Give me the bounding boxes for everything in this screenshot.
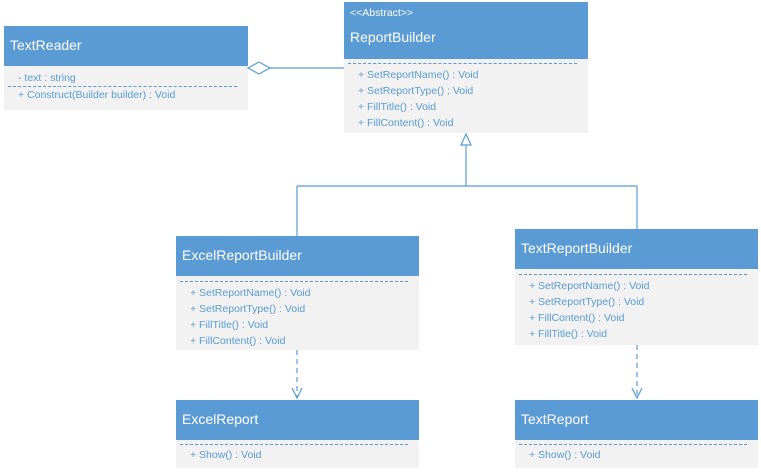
- class-body: - text : string + Construct(Builder buil…: [4, 66, 248, 103]
- class-name: TextReport: [521, 411, 589, 427]
- class-header: ExcelReport: [176, 400, 419, 440]
- method: + Construct(Builder builder) : Void: [18, 89, 176, 101]
- class-name: TextReportBuilder: [521, 240, 633, 256]
- open-arrow-icon: [631, 387, 643, 400]
- class-name: ExcelReport: [182, 411, 259, 427]
- class-name: TextReader: [10, 37, 82, 53]
- compartment-divider: [348, 63, 577, 64]
- class-text-report-builder: TextReportBuilder + SetReportName() : Vo…: [515, 229, 758, 345]
- aggregation-connector: [246, 61, 344, 75]
- method: + SetReportType() : Void: [358, 85, 474, 97]
- compartment-divider: [180, 281, 408, 282]
- method: + Show() : Void: [190, 449, 262, 461]
- method: + FillContent() : Void: [358, 117, 454, 129]
- class-stereotype: <<Abstract>>: [350, 7, 414, 19]
- class-body: + SetReportName() : Void + SetReportType…: [515, 269, 758, 342]
- inheritance-connector: [296, 132, 638, 236]
- method: + FillTitle() : Void: [358, 101, 437, 113]
- class-name: ExcelReportBuilder: [182, 247, 302, 263]
- dependency-connector: [631, 345, 643, 400]
- class-body: + SetReportName() : Void + SetReportType…: [344, 59, 588, 131]
- compartment-divider: [519, 444, 747, 445]
- compartment-divider: [180, 444, 408, 445]
- class-header: TextReport: [515, 400, 758, 440]
- class-excel-report-builder: ExcelReportBuilder + SetReportName() : V…: [176, 236, 419, 350]
- aggregation-diamond-icon: [246, 61, 272, 75]
- method: + FillTitle() : Void: [529, 328, 608, 340]
- compartment-divider: [8, 86, 237, 87]
- class-report-builder: <<Abstract>> ReportBuilder + SetReportNa…: [344, 2, 588, 133]
- attribute: - text : string: [18, 72, 76, 84]
- class-header: TextReader: [4, 26, 248, 66]
- class-body: + Show() : Void: [515, 440, 758, 463]
- method: + SetReportType() : Void: [190, 303, 306, 315]
- class-text-report: TextReport + Show() : Void: [515, 400, 758, 468]
- inheritance-arrow-icon: [460, 132, 472, 146]
- class-header: TextReportBuilder: [515, 229, 758, 269]
- method: + FillTitle() : Void: [190, 319, 269, 331]
- method: + SetReportName() : Void: [190, 287, 311, 299]
- class-text-reader: TextReader - text : string + Construct(B…: [4, 26, 248, 110]
- class-header: <<Abstract>> ReportBuilder: [344, 2, 588, 59]
- method: + SetReportName() : Void: [529, 280, 650, 292]
- class-excel-report: ExcelReport + Show() : Void: [176, 400, 419, 468]
- compartment-divider: [519, 274, 747, 275]
- method: + SetReportName() : Void: [358, 69, 479, 81]
- open-arrow-icon: [291, 387, 303, 400]
- method: + SetReportType() : Void: [529, 296, 645, 308]
- class-name: ReportBuilder: [350, 29, 436, 45]
- method: + FillContent() : Void: [529, 312, 625, 324]
- dependency-connector: [291, 350, 303, 400]
- method: + Show() : Void: [529, 449, 601, 461]
- class-body: + SetReportName() : Void + SetReportType…: [176, 276, 419, 349]
- method: + FillContent() : Void: [190, 335, 286, 347]
- class-body: + Show() : Void: [176, 440, 419, 463]
- class-header: ExcelReportBuilder: [176, 236, 419, 276]
